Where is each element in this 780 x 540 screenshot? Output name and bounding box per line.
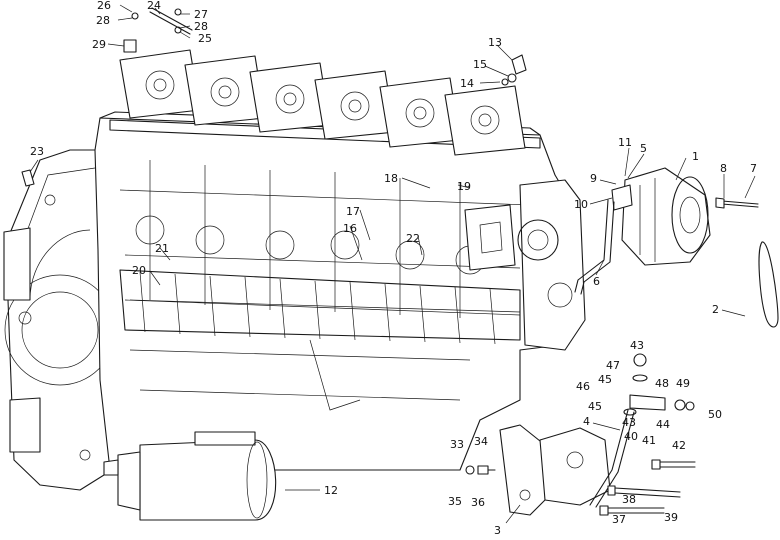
callout-33: 33 [450,438,464,451]
callout-9: 9 [590,172,597,185]
bolt-7 [715,197,759,209]
callout-42: 42 [672,439,686,452]
callout-22: 22 [406,232,420,245]
callout-labels: 1 2 3 4 5 6 7 8 9 10 11 12 13 14 15 16 1… [30,0,757,537]
cylinder-heads [119,49,526,156]
callout-37: 37 [612,513,626,526]
callout-41: 41 [642,434,656,447]
callout-28a: 28 [96,14,110,27]
callout-2: 2 [712,303,719,316]
callout-19: 19 [457,180,471,193]
callout-21: 21 [155,242,169,255]
callout-1: 1 [692,150,699,163]
callout-7: 7 [750,162,757,175]
callout-8: 8 [720,162,727,175]
callout-43a: 43 [630,339,644,352]
fastener-set-33-36 [465,465,496,475]
callout-46: 46 [576,380,590,393]
alternator [611,167,711,266]
callout-43b: 43 [622,416,636,429]
fastener-set-upper [623,353,695,416]
drive-belt [758,241,779,328]
callout-18: 18 [384,172,398,185]
callout-35: 35 [448,495,462,508]
callout-48: 48 [655,377,669,390]
callout-47: 47 [606,359,620,372]
cylinder-block [94,111,586,471]
callout-16: 16 [343,222,357,235]
sensor-23 [21,169,35,187]
callout-24: 24 [147,0,161,12]
callout-6: 6 [593,275,600,288]
callout-26: 26 [97,0,111,12]
callout-15: 15 [473,58,487,71]
leader-lines [29,4,756,524]
callout-5: 5 [640,142,647,155]
fitting-13 [501,54,527,86]
callout-25: 25 [198,32,212,45]
callout-36: 36 [471,496,485,509]
callout-13: 13 [488,36,502,49]
callout-45b: 45 [588,400,602,413]
callout-11: 11 [618,136,632,149]
bolt-set-lower [599,459,696,516]
tension-rod [589,409,635,508]
callout-40: 40 [624,430,638,443]
callout-28b: 28 [194,20,208,33]
callout-4: 4 [583,415,590,428]
callout-39: 39 [664,511,678,524]
callout-14: 14 [460,77,474,90]
callout-49: 49 [676,377,690,390]
callout-38: 38 [622,493,636,506]
callout-10: 10 [574,198,588,211]
callout-50: 50 [708,408,722,421]
fastener-set-top [123,7,193,53]
callout-27: 27 [194,8,208,21]
callout-45a: 45 [598,373,612,386]
callout-23: 23 [30,145,44,158]
callout-44: 44 [656,418,670,431]
callout-12: 12 [324,484,338,497]
callout-29: 29 [92,38,106,51]
callout-3: 3 [494,524,501,537]
starter-motor [103,431,277,521]
callout-20: 20 [132,264,146,277]
callout-17: 17 [346,205,360,218]
mounting-bracket [499,424,611,516]
callout-34: 34 [474,435,488,448]
adjusting-strap [574,199,615,295]
